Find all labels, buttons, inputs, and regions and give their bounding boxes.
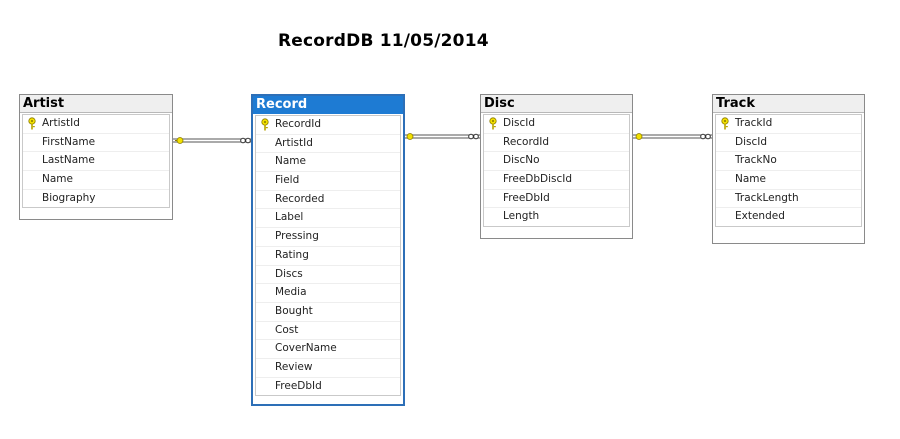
column-name: Extended (735, 210, 785, 223)
relationship-record-disc[interactable] (404, 133, 480, 140)
column-row[interactable]: Recorded (256, 191, 400, 210)
column-row[interactable]: FirstName (23, 134, 169, 153)
column-name: Pressing (275, 230, 319, 243)
one-end-key-icon (175, 137, 184, 144)
column-row[interactable]: TrackLength (716, 190, 861, 209)
column-name: Name (275, 155, 306, 168)
column-row[interactable]: CoverName (256, 340, 400, 359)
column-row[interactable]: Review (256, 359, 400, 378)
column-name: RecordId (275, 118, 322, 130)
column-row[interactable]: Pressing (256, 228, 400, 247)
column-name: Name (735, 173, 766, 186)
column-name: Name (42, 173, 73, 186)
table-disc[interactable]: Disc DiscId RecordId DiscNo FreeDbDiscId… (480, 94, 633, 239)
many-end-infinity-icon (700, 133, 711, 140)
column-name: TrackLength (735, 191, 799, 204)
column-name: Biography (42, 191, 96, 204)
column-row[interactable]: Biography (23, 190, 169, 208)
column-name: FreeDbDiscId (503, 173, 573, 186)
column-name: DiscId (503, 117, 536, 129)
column-name: Rating (275, 248, 309, 261)
column-name: Recorded (275, 192, 325, 205)
table-track[interactable]: Track TrackId DiscId TrackNo Name TrackL… (712, 94, 865, 244)
column-row[interactable]: TrackNo (716, 152, 861, 172)
column-row[interactable]: Extended (716, 208, 861, 226)
table-header-disc[interactable]: Disc (481, 95, 632, 113)
table-artist[interactable]: Artist ArtistId FirstName LastName Name … (19, 94, 173, 220)
column-row[interactable]: LastName (23, 152, 169, 172)
table-columns-record: RecordId ArtistId Name Field Recorded La… (255, 115, 401, 397)
column-row[interactable]: RecordId (484, 134, 629, 153)
table-header-artist[interactable]: Artist (20, 95, 172, 113)
primary-key-icon (261, 118, 269, 131)
column-row[interactable]: FreeDbDiscId (484, 171, 629, 190)
column-name: Length (503, 210, 540, 223)
column-row[interactable]: DiscId (484, 115, 629, 134)
column-row[interactable]: Name (23, 171, 169, 190)
one-end-key-icon (406, 133, 414, 140)
column-row[interactable]: ArtistId (256, 135, 400, 154)
diagram-title: RecordDB 11/05/2014 (278, 31, 489, 51)
column-name: RecordId (503, 135, 550, 148)
column-name: TrackNo (735, 154, 777, 167)
column-name: FirstName (42, 135, 96, 148)
table-columns-disc: DiscId RecordId DiscNo FreeDbDiscId Free… (483, 114, 630, 228)
column-name: FreeDbId (275, 379, 322, 392)
column-name: ArtistId (275, 136, 313, 149)
column-name: LastName (42, 154, 95, 167)
relationship-artist-record[interactable] (172, 137, 252, 144)
column-row[interactable]: Name (256, 153, 400, 173)
column-row[interactable]: Rating (256, 247, 400, 266)
column-row[interactable]: TrackId (716, 115, 861, 134)
column-row[interactable]: Cost (256, 322, 400, 341)
column-name: DiscId (735, 135, 768, 148)
column-name: Cost (275, 323, 299, 336)
column-name: CoverName (275, 342, 337, 355)
table-columns-artist: ArtistId FirstName LastName Name Biograp… (22, 114, 170, 209)
column-name: Label (275, 211, 304, 224)
many-end-infinity-icon (468, 133, 479, 140)
column-name: Media (275, 286, 307, 299)
column-row[interactable]: Media (256, 284, 400, 303)
column-row[interactable]: FreeDbId (484, 190, 629, 209)
column-row[interactable]: Length (484, 208, 629, 226)
column-name: ArtistId (42, 117, 80, 129)
primary-key-icon (721, 117, 729, 130)
column-name: TrackId (735, 117, 773, 129)
primary-key-icon (28, 117, 36, 130)
column-row[interactable]: DiscNo (484, 152, 629, 172)
column-row[interactable]: Field (256, 172, 400, 191)
column-row[interactable]: Name (716, 171, 861, 190)
column-row[interactable]: ArtistId (23, 115, 169, 134)
column-name: Review (275, 360, 313, 373)
column-row[interactable]: RecordId (256, 116, 400, 135)
relationship-disc-track[interactable] (632, 133, 712, 140)
primary-key-icon (489, 117, 497, 130)
one-end-key-icon (635, 133, 643, 140)
table-header-record[interactable]: Record (253, 96, 403, 114)
column-row[interactable]: Discs (256, 266, 400, 285)
column-name: Field (275, 174, 300, 187)
column-row[interactable]: Label (256, 209, 400, 229)
column-name: FreeDbId (503, 191, 550, 204)
column-row[interactable]: DiscId (716, 134, 861, 153)
column-name: Discs (275, 267, 303, 280)
table-header-track[interactable]: Track (713, 95, 864, 113)
table-columns-track: TrackId DiscId TrackNo Name TrackLength … (715, 114, 862, 228)
column-name: Bought (275, 304, 313, 317)
table-record[interactable]: Record RecordId ArtistId Name Field Reco… (251, 94, 405, 406)
column-row[interactable]: FreeDbId (256, 378, 400, 396)
column-row[interactable]: Bought (256, 303, 400, 322)
many-end-infinity-icon (240, 137, 251, 144)
column-name: DiscNo (503, 154, 540, 167)
